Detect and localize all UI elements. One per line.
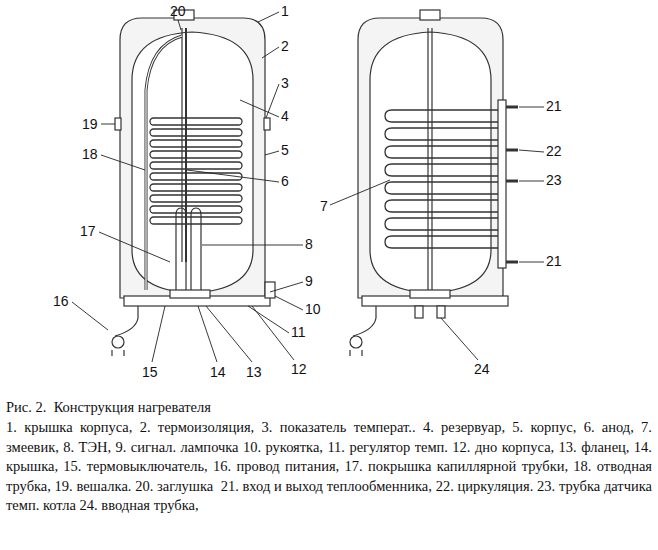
callout-number: 2: [281, 38, 289, 54]
figure-caption: Рис. 2. Конструкция нагревателя: [6, 398, 211, 417]
callout-number: 6: [281, 173, 289, 189]
callout-number: 22: [546, 143, 562, 159]
callout-number: 18: [82, 146, 98, 162]
callout-number: 5: [281, 142, 289, 158]
callout-number: 10: [305, 301, 321, 317]
callout-number: 19: [82, 116, 98, 132]
callout-number: 13: [246, 364, 262, 380]
callout-number: 17: [80, 223, 96, 239]
parts-list: 1. крышка корпуса, 2. термоизоляция, 3. …: [6, 418, 652, 516]
callout-number: 21: [546, 253, 562, 269]
callout-number: 14: [210, 364, 226, 380]
callout-number: 4: [281, 108, 289, 124]
callout-number: 16: [53, 293, 69, 309]
callout-number: 1: [281, 3, 289, 19]
callout-number: 8: [305, 236, 313, 252]
callout-number: 3: [281, 75, 289, 91]
callout-number: 11: [291, 324, 306, 340]
callout-number: 24: [474, 361, 490, 377]
callout-number: 21: [546, 98, 562, 114]
callout-number: 15: [142, 364, 158, 380]
callout-number: 9: [305, 273, 313, 289]
callout-number: 23: [546, 172, 562, 188]
callout-number: 7: [320, 198, 328, 214]
callout-number: 12: [291, 361, 307, 377]
callout-number: 20: [170, 3, 186, 19]
